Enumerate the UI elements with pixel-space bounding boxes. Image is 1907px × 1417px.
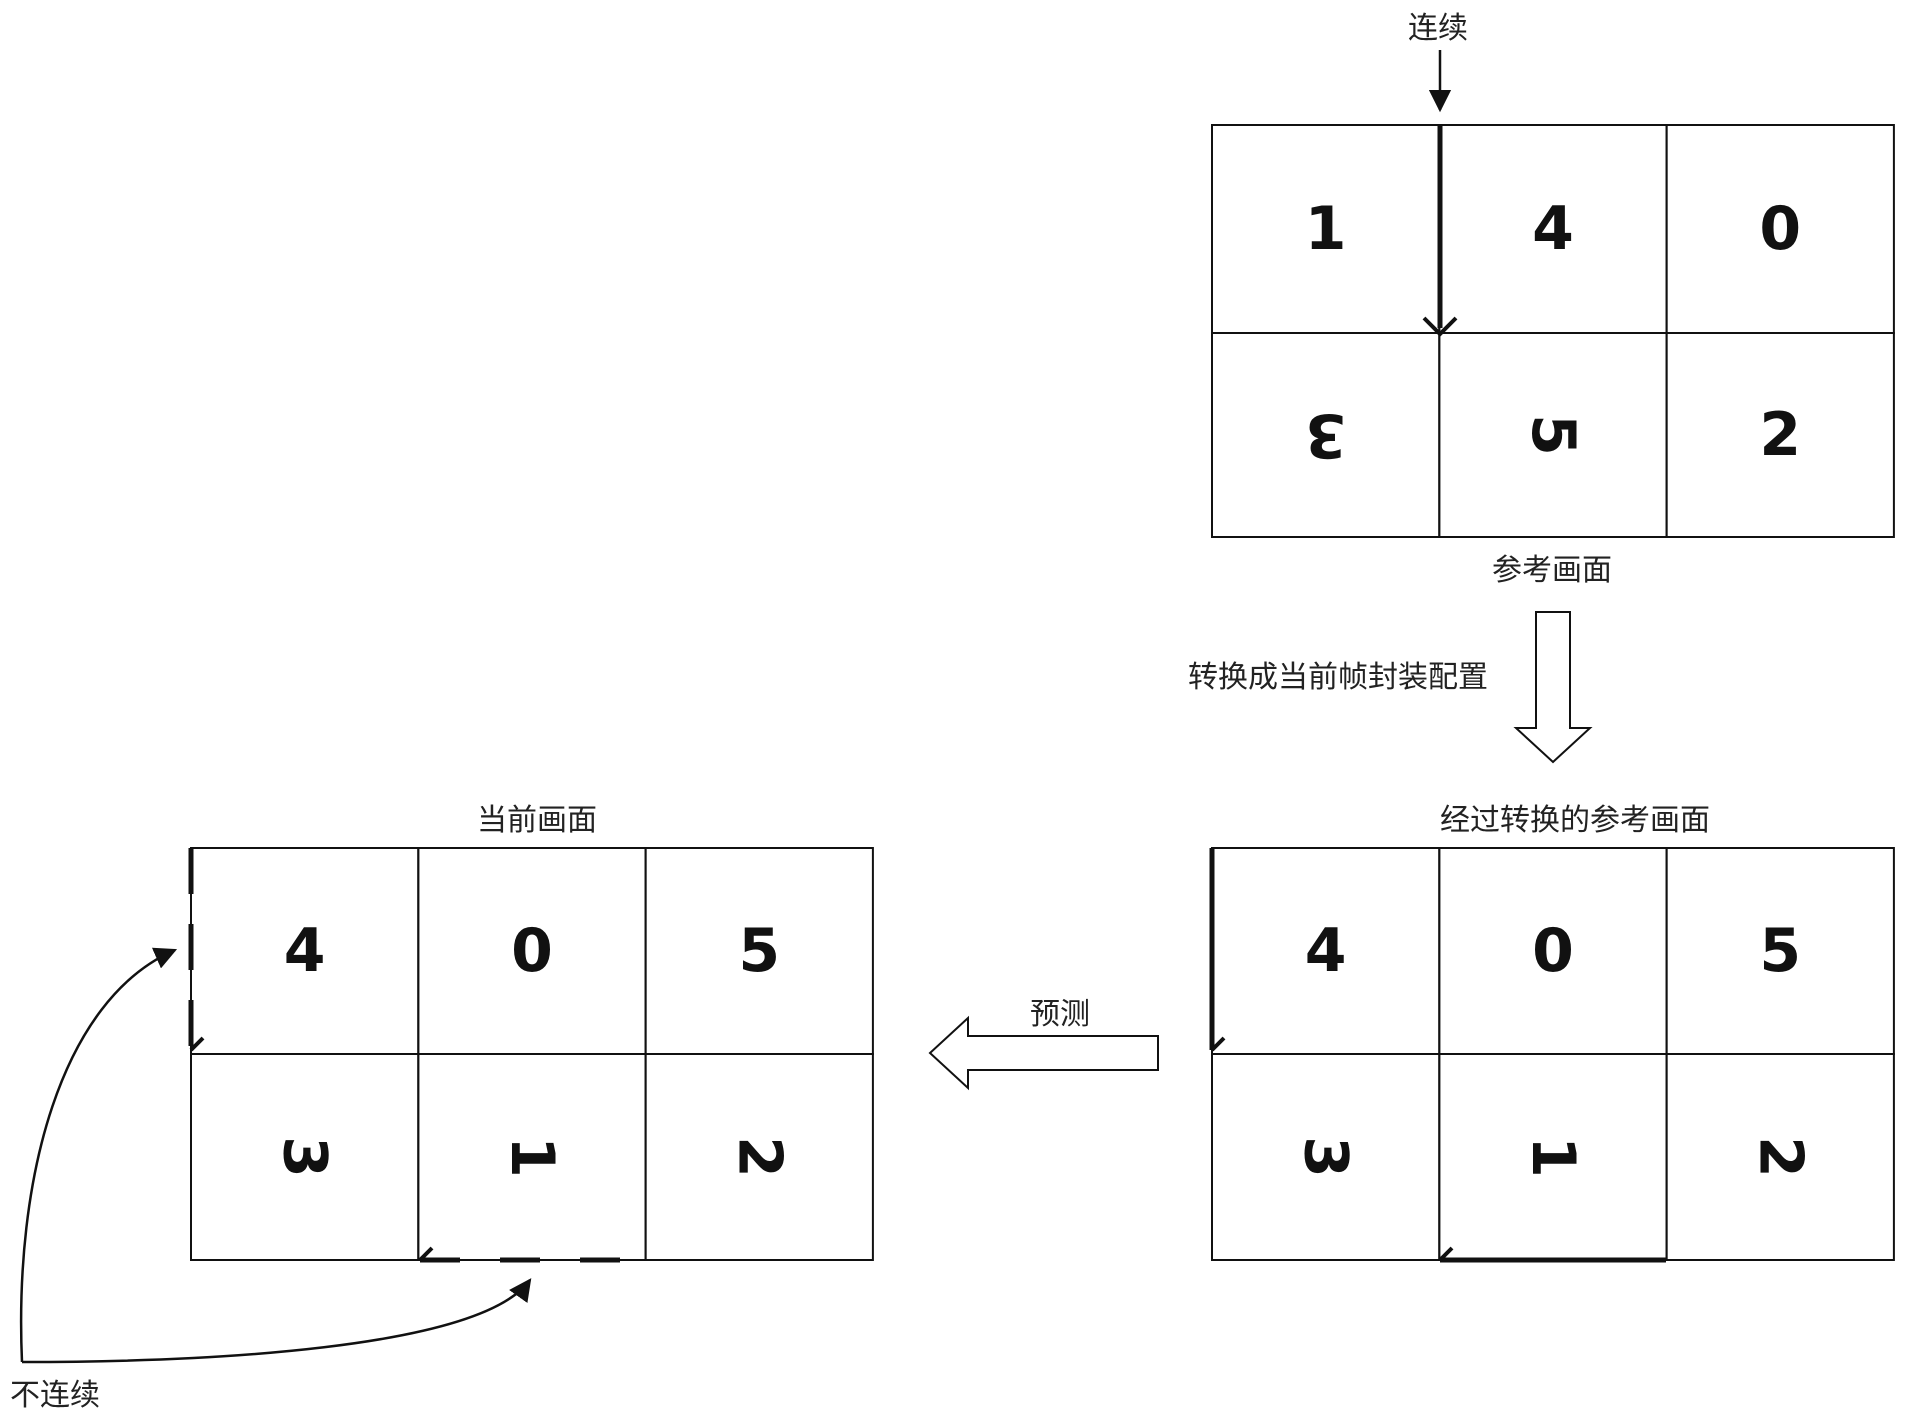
current-label: 当前画面 <box>477 803 597 838</box>
predict-arrow <box>928 1015 1159 1091</box>
reference-face-label: 4 <box>1532 194 1574 264</box>
reference-grid: 1 4 0 3 5 2 <box>1211 124 1895 538</box>
converted-reference-label: 经过转换的参考画面 <box>1440 803 1710 838</box>
convert-arrow <box>1513 611 1593 764</box>
discontinuous-label: 不连续 <box>10 1378 100 1413</box>
current-face-label: 1 <box>497 1136 567 1178</box>
converted-face-label: 1 <box>1518 1136 1588 1178</box>
reference-cell <box>1665 332 1895 538</box>
current-face-label: 2 <box>724 1136 794 1178</box>
current-cell <box>644 1053 874 1261</box>
converted-grid: 4 0 5 3 1 2 <box>1211 847 1895 1261</box>
current-left-edge-head <box>189 1036 205 1052</box>
converted-cell <box>1665 1053 1895 1261</box>
current-bottom-edge-head <box>418 1246 434 1262</box>
reference-face-label: 1 <box>1305 194 1347 264</box>
converted-bottom-edge-head <box>1438 1246 1454 1262</box>
current-grid: 4 0 5 3 1 2 <box>190 847 874 1261</box>
predict-label: 预测 <box>1030 997 1090 1032</box>
converted-face-label: 2 <box>1745 1136 1815 1178</box>
converted-face-label: 4 <box>1305 916 1347 986</box>
convert-label: 转换成当前帧封装配置 <box>1188 660 1488 695</box>
current-face-label: 3 <box>270 1136 340 1178</box>
current-face-label: 4 <box>284 916 326 986</box>
converted-left-edge-head <box>1210 1036 1226 1052</box>
reference-face-label: 0 <box>1759 194 1801 264</box>
current-face-label: 5 <box>738 916 780 986</box>
discontinuity-arrow-bottom <box>21 1278 532 1364</box>
continuous-edge-arrowhead <box>1422 316 1458 337</box>
reference-label: 参考画面 <box>1492 553 1612 588</box>
converted-face-label: 0 <box>1532 916 1574 986</box>
discontinuity-arrow-top <box>19 947 178 1363</box>
current-face-label: 0 <box>511 916 553 986</box>
continuous-label: 连续 <box>1408 11 1468 46</box>
reference-face-label: 2 <box>1759 400 1801 470</box>
converted-face-label: 5 <box>1759 916 1801 986</box>
reference-face-label: 3 <box>1305 400 1347 470</box>
reference-face-label: 5 <box>1518 414 1588 456</box>
converted-face-label: 3 <box>1291 1136 1361 1178</box>
